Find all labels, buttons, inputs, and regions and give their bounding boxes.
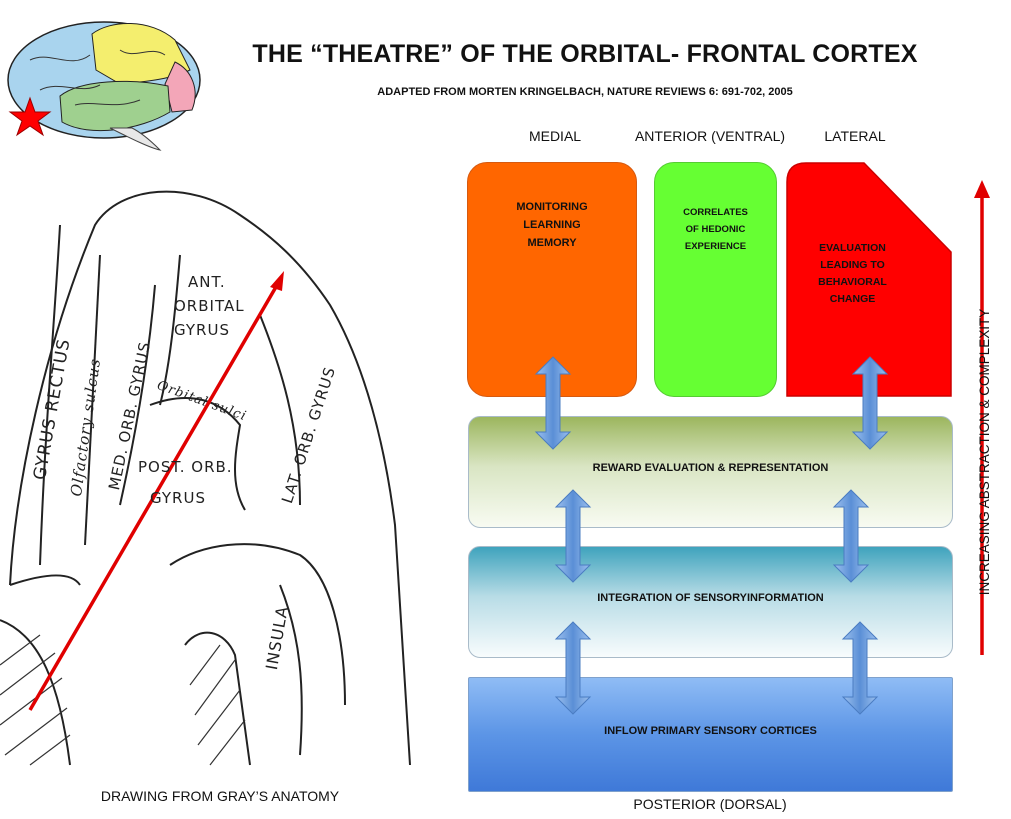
- page-title: THE “THEATRE” OF THE ORBITAL- FRONTAL CO…: [235, 40, 935, 69]
- box-evaluation-line-4: CHANGE: [800, 291, 905, 308]
- layer-inflow-label: INFLOW PRIMARY SENSORY CORTICES: [604, 725, 817, 737]
- box-evaluation-line-3: BEHAVIORAL: [800, 274, 905, 291]
- box-evaluation-line-2: LEADING TO: [800, 257, 905, 274]
- box-hedonic-line-2: OF HEDONIC: [683, 221, 748, 238]
- brain-thumbnail: [0, 0, 215, 160]
- box-monitoring-line-1: MONITORING: [516, 198, 587, 216]
- layer-integration-label: INTEGRATION OF SENSORYINFORMATION: [597, 592, 824, 604]
- label-post-orb-1: POST. ORB.: [138, 458, 233, 476]
- layer-reward-label: REWARD EVALUATION & REPRESENTATION: [593, 462, 829, 474]
- box-evaluation-line-1: EVALUATION: [800, 240, 905, 257]
- box-monitoring-line-2: LEARNING: [516, 216, 587, 234]
- layer-reward-evaluation: REWARD EVALUATION & REPRESENTATION: [468, 416, 953, 528]
- complexity-axis-label: INCREASING ABSTRACTION & COMPLEXITY: [977, 287, 992, 617]
- box-monitoring: MONITORING LEARNING MEMORY: [467, 162, 637, 397]
- box-hedonic-line-1: CORRELATES: [683, 204, 748, 221]
- box-monitoring-line-3: MEMORY: [516, 234, 587, 252]
- box-evaluation-text: EVALUATION LEADING TO BEHAVIORAL CHANGE: [800, 240, 905, 308]
- column-heading-medial: MEDIAL: [505, 128, 605, 144]
- layer-inflow: INFLOW PRIMARY SENSORY CORTICES: [468, 677, 953, 792]
- gyrus-rectus-base: [10, 576, 80, 585]
- label-ant-1: ANT.: [188, 273, 226, 291]
- box-hedonic-line-3: EXPERIENCE: [683, 238, 748, 255]
- temporal-pole-curve: [170, 544, 345, 705]
- column-heading-anterior: ANTERIOR (VENTRAL): [620, 128, 800, 144]
- drawing-caption: DRAWING FROM GRAY’S ANATOMY: [60, 788, 380, 804]
- hatched-area-2-outline: [185, 633, 250, 765]
- column-heading-lateral: LATERAL: [800, 128, 910, 144]
- brain-cerebellum: [110, 128, 160, 150]
- posterior-label: POSTERIOR (DORSAL): [560, 796, 860, 812]
- label-ant-2: ORBITAL: [174, 297, 245, 315]
- page-subtitle: ADAPTED FROM MORTEN KRINGELBACH, NATURE …: [325, 86, 845, 98]
- layer-integration: INTEGRATION OF SENSORYINFORMATION: [468, 546, 953, 658]
- label-ant-3: GYRUS: [174, 321, 230, 339]
- complexity-axis-arrow-head: [974, 180, 990, 198]
- box-hedonic: CORRELATES OF HEDONIC EXPERIENCE: [654, 162, 777, 397]
- label-post-orb-2: GYRUS: [150, 489, 206, 507]
- red-diagonal-arrow-head: [270, 271, 284, 291]
